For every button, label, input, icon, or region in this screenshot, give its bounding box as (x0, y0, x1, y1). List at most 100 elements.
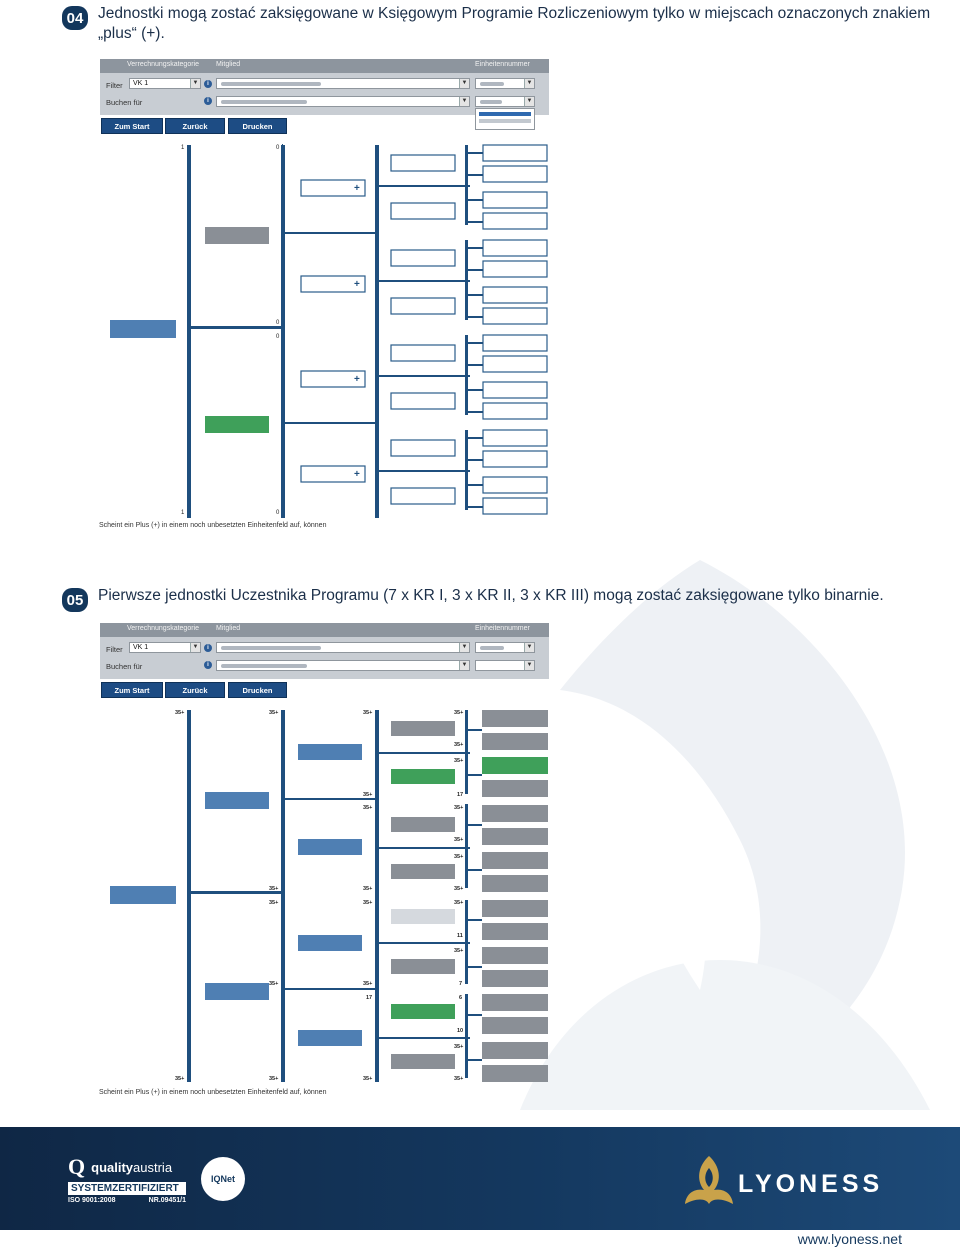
unit-label: 35+ (454, 805, 463, 811)
col-units-label: Einheitennummer (475, 61, 530, 68)
unit-dropdown-list[interactable] (475, 108, 535, 130)
chevron-down-icon: ▼ (524, 97, 534, 106)
unit-tree-1-diagram: 1 0 0 0 1 0 + + + + (110, 144, 548, 518)
unit-label: 35+ (454, 758, 463, 764)
unit-label: 35+ (269, 900, 278, 906)
chevron-down-icon: ▼ (524, 643, 534, 652)
unit-label: 35+ (175, 710, 184, 716)
start-button[interactable]: Zum Start (101, 118, 163, 134)
unit-label: 35+ (269, 886, 278, 892)
step-05-text: Pierwsze jednostki Uczestnika Programu (… (98, 587, 884, 604)
book-for-select[interactable]: ▼ (216, 660, 470, 671)
unit-label: 35+ (454, 886, 463, 892)
dropdown-option[interactable] (479, 119, 531, 123)
category-select[interactable]: VK 1▼ (129, 642, 201, 653)
unit-label: 10 (457, 1028, 463, 1034)
print-button[interactable]: Drucken (228, 682, 287, 698)
step-number-05: 05 (62, 588, 88, 612)
footnote-2: Scheint ein Plus (+) in einem noch unbes… (99, 1089, 327, 1096)
count-label: 0 (276, 320, 280, 326)
unit-number-select[interactable]: ▼ (475, 642, 535, 653)
footnote-1: Scheint ein Plus (+) in einem noch unbes… (99, 522, 327, 529)
step-number-04: 04 (62, 6, 88, 30)
chevron-down-icon: ▼ (459, 79, 469, 88)
chevron-down-icon: ▼ (459, 661, 469, 670)
unit-label: 35+ (454, 948, 463, 954)
unit-label: 35+ (175, 1076, 184, 1082)
plus-icon: + (354, 469, 360, 480)
unit-tree-2-diagram: 35+ 35+ 35+ 35+ 35+ 35+ 35+ 17 35+ 35+ 3… (110, 710, 548, 1082)
unit-label: 35+ (454, 742, 463, 748)
unit-number-select[interactable]: ▼ (475, 78, 535, 89)
qa-certified: SYSTEMZERTIFIZIERT (68, 1182, 186, 1195)
unit-label: 35+ (269, 1076, 278, 1082)
unit-label: 11 (457, 933, 463, 939)
unit-label: 35+ (269, 710, 278, 716)
book-for-label: Buchen für (106, 662, 143, 671)
info-icon[interactable]: i (204, 97, 212, 105)
unit-label: 35+ (454, 837, 463, 843)
back-button[interactable]: Zurück (165, 682, 225, 698)
plus-icon: + (354, 374, 360, 385)
count-label: 0 (276, 510, 280, 516)
category-select[interactable]: VK 1▼ (129, 78, 201, 89)
filter-panel-1: Verrechnungskategorie Mitglied Einheiten… (100, 59, 549, 130)
plus-icon: + (354, 183, 360, 194)
col-units-label: Einheitennummer (475, 625, 530, 632)
step-05: 05 Pierwsze jednostki Uczestnika Program… (62, 586, 958, 612)
unit-label: 35+ (363, 886, 372, 892)
member-select[interactable]: ▼ (216, 642, 470, 653)
filter-panel-2: Verrechnungskategorie Mitglied Einheiten… (100, 623, 549, 679)
unit-label: 35+ (454, 1076, 463, 1082)
back-button[interactable]: Zurück (165, 118, 225, 134)
col-category-label: Verrechnungskategorie (127, 61, 199, 68)
footer-strip (0, 1230, 960, 1252)
chevron-down-icon: ▼ (524, 661, 534, 670)
unit-label: 6 (459, 995, 462, 1001)
step-04-text: Jednostki mogą zostać zaksięgowane w Ksi… (98, 5, 931, 42)
info-icon[interactable]: i (204, 661, 212, 669)
unit-label: 35+ (363, 1076, 372, 1082)
iqnet-label: IQNet (210, 1174, 235, 1184)
count-label: 1 (181, 145, 185, 151)
unit-label: 35+ (454, 1044, 463, 1050)
info-icon[interactable]: i (204, 644, 212, 652)
book-unit-select[interactable]: ▼ (475, 660, 535, 671)
col-category-label: Verrechnungskategorie (127, 625, 199, 632)
start-button[interactable]: Zum Start (101, 682, 163, 698)
unit-label: 7 (459, 981, 462, 987)
print-button[interactable]: Drucken (228, 118, 287, 134)
unit-label: 35+ (454, 900, 463, 906)
lyoness-logo-icon (685, 1156, 733, 1204)
chevron-down-icon: ▼ (190, 79, 200, 88)
book-for-select[interactable]: ▼ (216, 96, 470, 107)
footer: Q qualityaustria SYSTEMZERTIFIZIERT ISO … (0, 1127, 960, 1252)
qa-nr: NR.09451/1 (148, 1197, 186, 1204)
iqnet-badge: IQNet (201, 1157, 245, 1201)
book-for-label: Buchen für (106, 98, 143, 107)
unit-tree-2: 35+ 35+ 35+ 35+ 35+ 35+ 35+ 17 35+ 35+ 3… (98, 704, 553, 1086)
chevron-down-icon: ▼ (524, 79, 534, 88)
count-label: 0 (276, 334, 280, 340)
unit-label: 17 (366, 995, 372, 1001)
panel-header: Verrechnungskategorie Mitglied Einheiten… (100, 59, 549, 73)
panel-header: Verrechnungskategorie Mitglied Einheiten… (100, 623, 549, 637)
quality-austria-logo: Q qualityaustria SYSTEMZERTIFIZIERT ISO … (68, 1154, 186, 1204)
info-icon[interactable]: i (204, 80, 212, 88)
member-select[interactable]: ▼ (216, 78, 470, 89)
count-label: 0 (276, 145, 280, 151)
website-link[interactable]: www.lyoness.net (797, 1231, 902, 1247)
count-label: 1 (181, 510, 185, 516)
unit-label: 35+ (363, 981, 372, 987)
unit-label: 35+ (363, 900, 372, 906)
col-member-label: Mitglied (216, 61, 241, 68)
chevron-down-icon: ▼ (190, 643, 200, 652)
unit-tree-1: 1 0 0 0 1 0 + + + + (98, 140, 553, 522)
chevron-down-icon: ▼ (459, 97, 469, 106)
qa-name: qualityaustria (91, 1159, 173, 1175)
qa-iso: ISO 9001:2008 (68, 1197, 116, 1204)
book-unit-select[interactable]: ▼ (475, 96, 535, 107)
filter-label: Filter (106, 81, 123, 90)
dropdown-option-selected[interactable] (479, 112, 531, 116)
unit-label: 35+ (269, 981, 278, 987)
